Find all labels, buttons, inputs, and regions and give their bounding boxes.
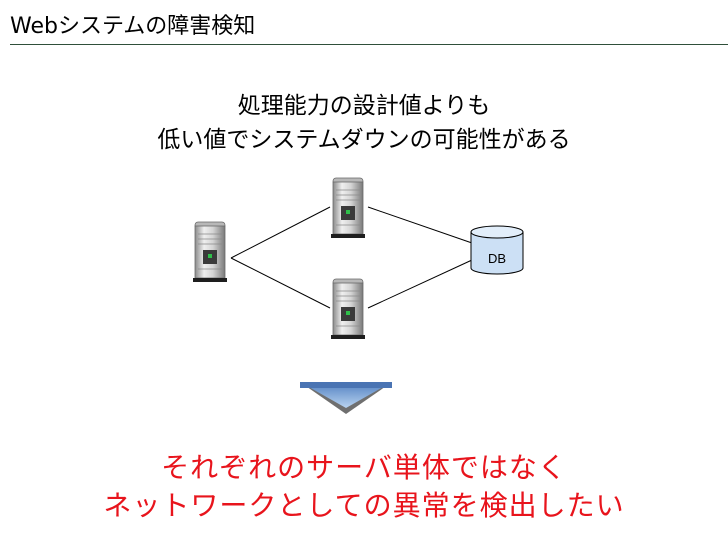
server-icon [330, 278, 366, 340]
link-left-top [230, 206, 331, 259]
down-triangle-arrow-icon [300, 382, 392, 414]
database-icon [470, 225, 524, 275]
title-divider [10, 44, 728, 45]
conclusion-line-2: ネットワークとしての異常を検出したい [103, 489, 625, 522]
server-icon [330, 177, 366, 239]
conclusion-line-1: それぞれのサーバ単体ではなく [161, 451, 567, 484]
link-top-db [367, 206, 473, 244]
problem-line-1: 処理能力の設計値よりも [237, 93, 491, 119]
server-icon [192, 221, 228, 283]
link-left-bottom [230, 257, 331, 309]
problem-line-2: 低い値でシステムダウンの可能性がある [157, 127, 571, 153]
link-bottom-db [367, 259, 473, 309]
slide-title: Webシステムの障害検知 [10, 14, 256, 39]
database-label: DB [488, 251, 506, 266]
